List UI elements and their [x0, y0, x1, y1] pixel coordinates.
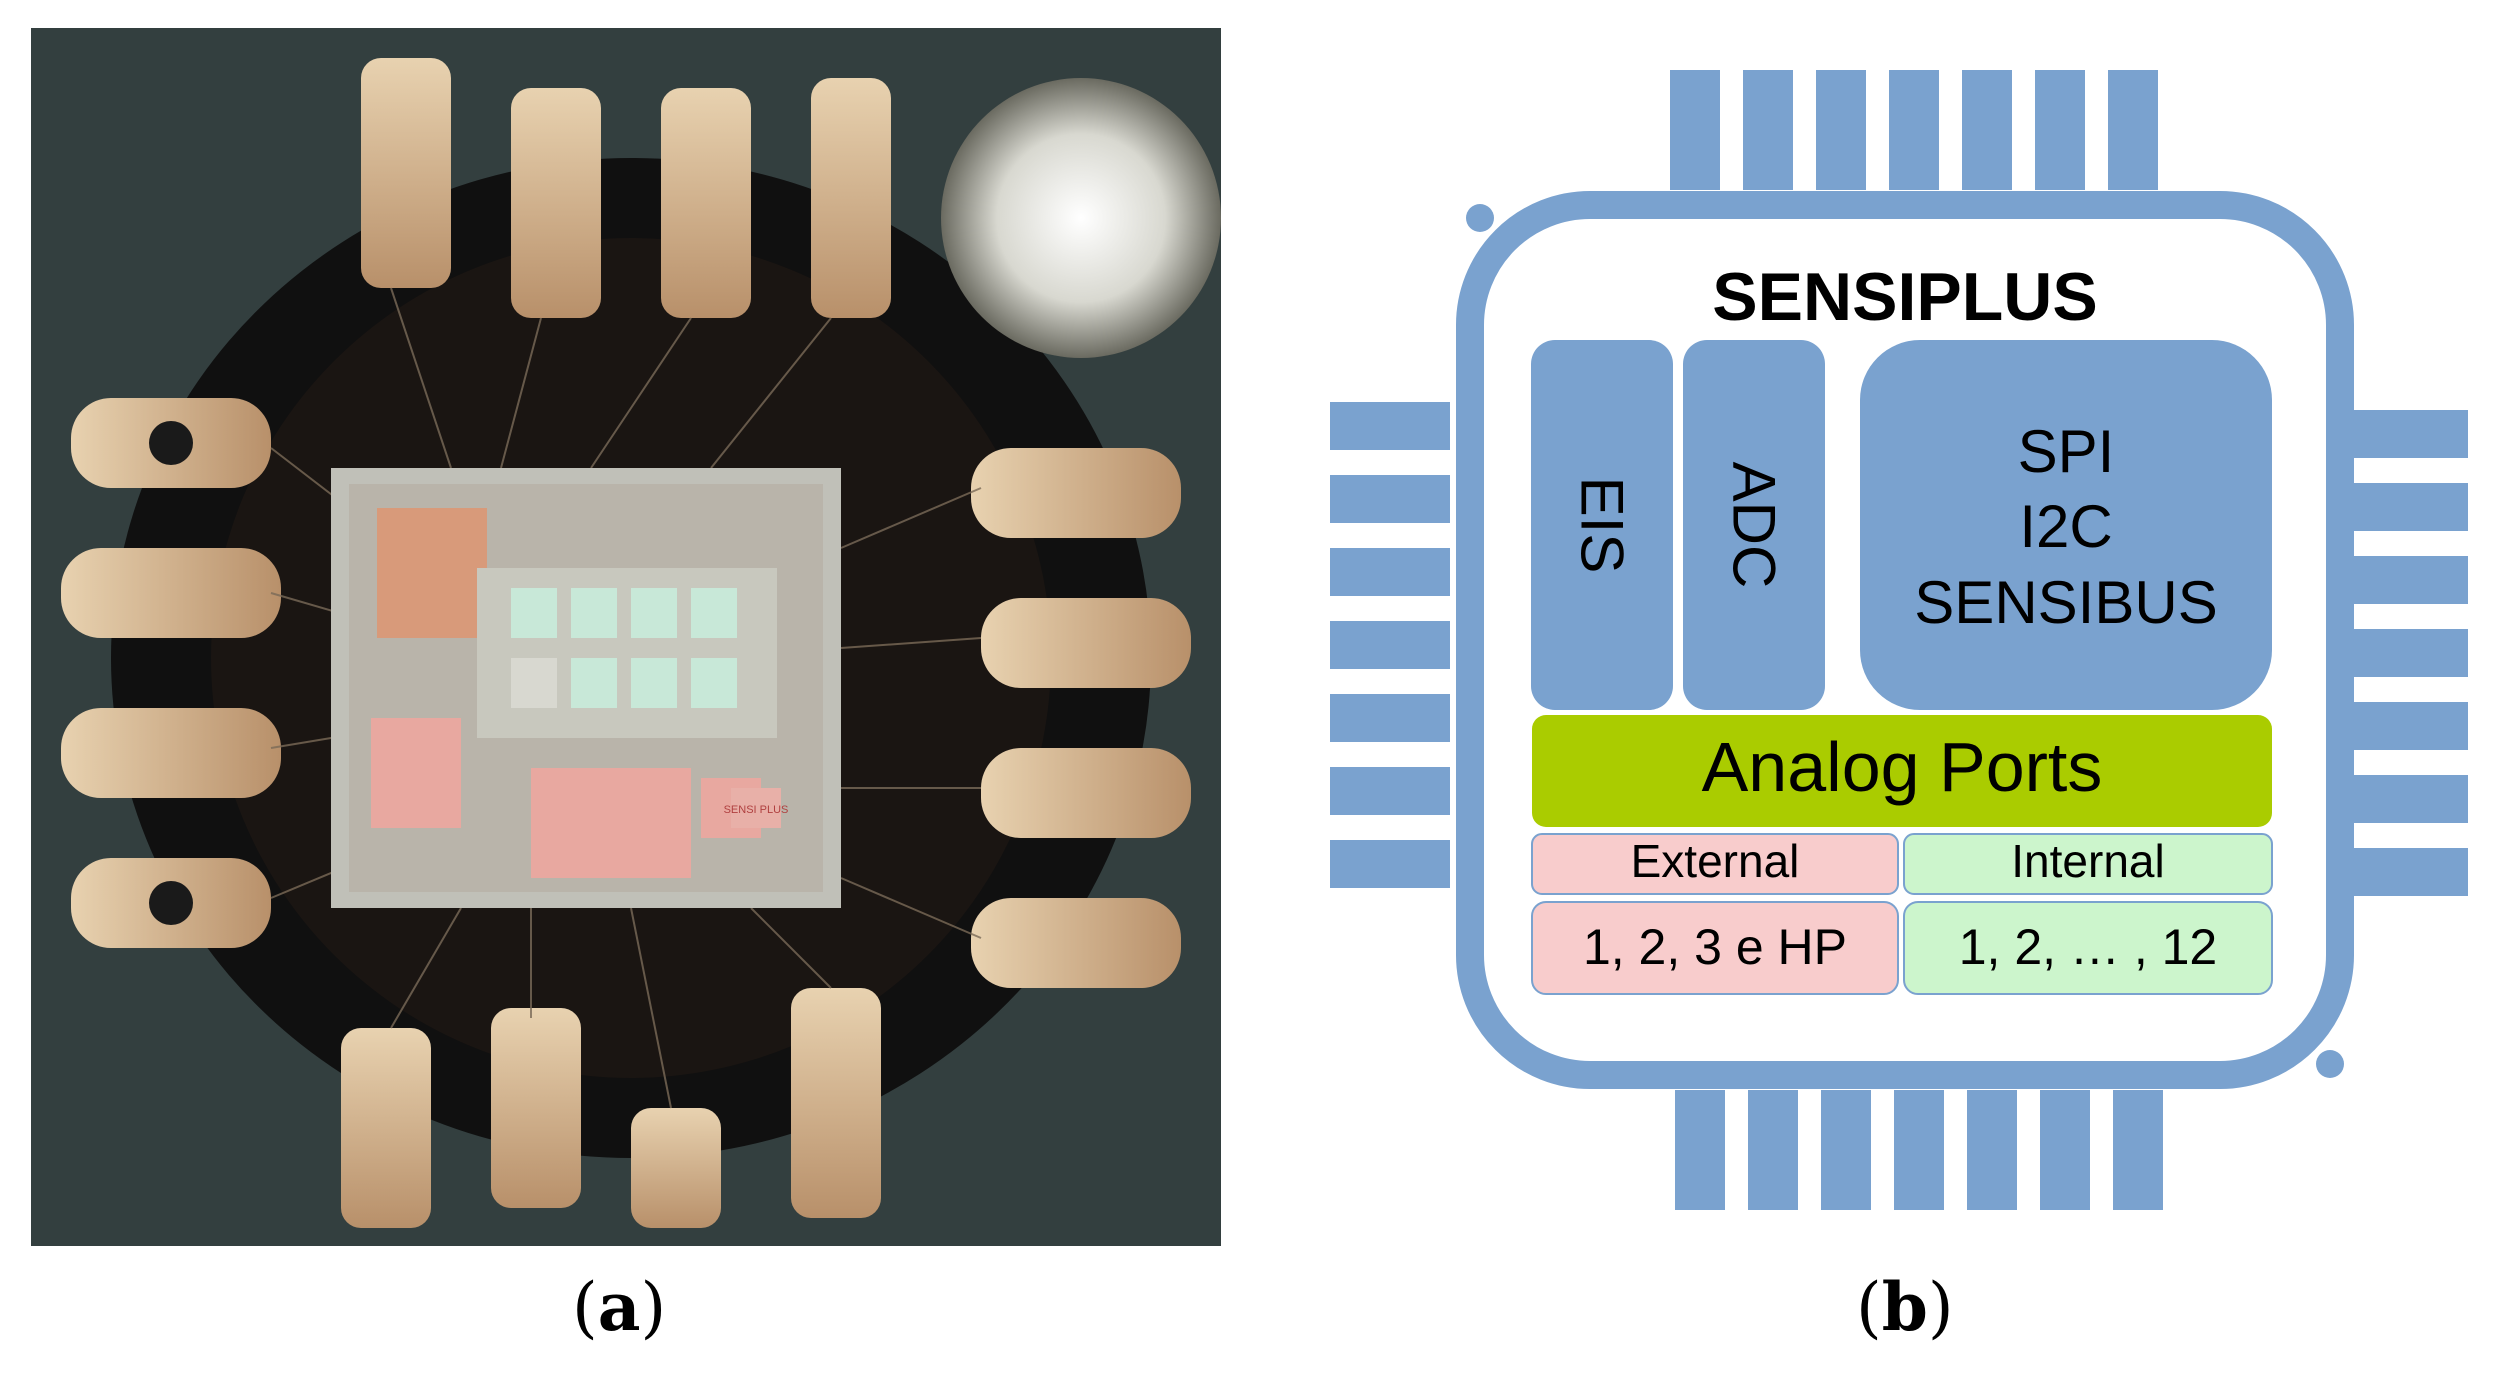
internal-label: Internal — [2011, 835, 2164, 887]
adc-label: ADC — [1721, 462, 1788, 589]
caption-a: (a) — [572, 1268, 666, 1346]
left-pads — [61, 398, 281, 948]
sensiplus-diagram: SENSIPLUS EIS ADC SPI I2C SENSIBUS Analo… — [1330, 70, 2468, 1210]
analog-ports-label: Analog Ports — [1702, 728, 2103, 806]
caption-b-open: ( — [1856, 1269, 1882, 1346]
die-logo: SENSI PLUS — [724, 804, 789, 816]
eis-block — [1531, 340, 1673, 710]
caption-b-letter: b — [1881, 1268, 1928, 1346]
interface-sensibus: SENSIBUS — [1914, 569, 2217, 636]
internal-values: 1, 2, … , 12 — [1959, 919, 2217, 975]
external-label: External — [1631, 835, 1800, 887]
interface-spi: SPI — [2018, 418, 2115, 485]
external-values: 1, 2, 3 e HP — [1583, 919, 1847, 975]
analog-ports-block — [1532, 715, 2272, 827]
internal-values-box — [1903, 901, 2273, 995]
pin1-dot — [1466, 204, 1494, 232]
caption-b-close: ) — [1927, 1269, 1954, 1346]
bottom-pins — [1675, 1090, 2163, 1210]
eis-label: EIS — [1569, 477, 1636, 574]
glare-spot — [941, 78, 1221, 358]
chip-title: SENSIPLUS — [1712, 259, 2097, 335]
external-header — [1531, 833, 1899, 895]
bottom-pads — [341, 988, 881, 1228]
right-pins — [2348, 410, 2468, 896]
caption-a-letter: a — [597, 1268, 641, 1346]
top-pads — [361, 58, 891, 318]
interfaces-block — [1860, 340, 2272, 710]
internal-header — [1903, 833, 2273, 895]
adc-block — [1683, 340, 1825, 710]
caption-a-close: ) — [640, 1269, 667, 1346]
orientation-dot — [2316, 1050, 2344, 1078]
external-values-box — [1531, 901, 1899, 995]
caption-a-open: ( — [572, 1269, 598, 1346]
silicon-die: SENSI PLUS — [331, 468, 841, 908]
caption-b: (b) — [1856, 1268, 1954, 1346]
left-pins — [1330, 402, 1450, 888]
top-pins — [1670, 70, 2158, 190]
interface-i2c: I2C — [2019, 493, 2112, 560]
right-pads — [971, 448, 1191, 988]
chip-photo: SENSI PLUS — [31, 28, 1221, 1246]
